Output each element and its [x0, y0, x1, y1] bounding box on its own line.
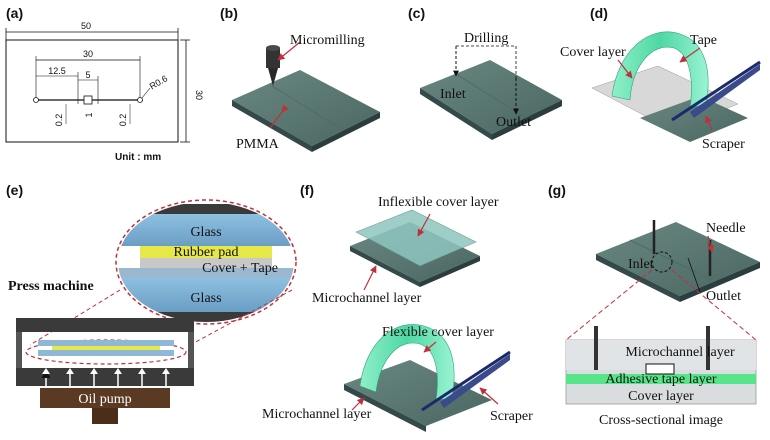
glass-bottom-layer [118, 278, 294, 312]
glass-top-label: Glass [190, 225, 221, 240]
dim-radius-text: R0.6 [148, 73, 169, 91]
panel-g-label: (g) [548, 182, 566, 198]
press-top-plate [16, 318, 194, 332]
dim-12-5-text: 12.5 [48, 66, 66, 76]
panel-f-label: (f) [300, 182, 314, 198]
panel-c: (c) Drilling Inlet Outlet [408, 5, 562, 140]
unit-text: Unit : mm [115, 152, 161, 163]
panel-e-label: (e) [6, 182, 23, 198]
dim-0-2-left-text: 0.2 [54, 114, 64, 127]
inflexible-cover-plate [355, 209, 477, 267]
panel-g: (g) Needle Inlet Outlet Microchannel lay… [548, 182, 760, 428]
panel-b-label: (b) [220, 5, 238, 21]
microchannel-bottom-label: Microchannel layer [262, 407, 372, 422]
oil-pump [40, 388, 170, 408]
dim-50-text: 50 [81, 21, 91, 31]
dim-0-2-right-text: 0.2 [118, 114, 128, 127]
panel-e: (e) Glass Rubber pad Cover + Tape Glass … [6, 182, 297, 424]
scraper-f-label: Scraper [490, 409, 533, 424]
scraper-blade-f [421, 350, 511, 412]
microchannel-plate-bottom [344, 360, 492, 426]
oil-pump-label: Oil pump [78, 392, 131, 407]
microchannel-top-label: Microchannel layer [312, 291, 422, 306]
micromilling-label: Micromilling [290, 33, 365, 48]
micromill-tool [266, 48, 280, 68]
pmma-label: PMMA [236, 137, 280, 152]
panel-d: (d) Cover layer Tape Scraper [560, 5, 761, 152]
dim-5-text: 5 [85, 70, 90, 80]
adhesive-tape-band [566, 374, 756, 384]
panel-a-label: (a) [6, 5, 23, 21]
pmma-plate [232, 70, 380, 146]
flexible-cover-label: Flexible cover layer [382, 325, 494, 340]
press-bottom-plate [16, 368, 194, 386]
outlet-hole [137, 97, 143, 103]
chip-outline [5, 39, 179, 143]
glass-top-layer [118, 214, 294, 246]
adhesive-tape-label: Adhesive tape layer [605, 372, 717, 387]
inlet-g-label: Inlet [628, 257, 654, 272]
panel-d-label: (d) [590, 5, 608, 21]
cover-tape-layer [140, 258, 272, 268]
dim-30-vertical-text: 30 [194, 90, 204, 100]
needle-label: Needle [706, 221, 746, 236]
scraper-blade [671, 60, 761, 122]
rubber-pad-layer [140, 246, 272, 258]
section-marker [651, 251, 673, 273]
glass-bottom-label: Glass [190, 291, 221, 306]
cover-tape-label: Cover + Tape [202, 261, 278, 276]
press-machine-label: Press machine [8, 279, 94, 294]
bonded-chip [596, 222, 760, 296]
rubber-pad-label: Rubber pad [174, 245, 239, 260]
cover-layer-g-label: Cover layer [628, 389, 694, 404]
channel-void [645, 363, 675, 375]
panel-b: (b) Micromilling PMMA [220, 5, 380, 152]
cover-layer-label: Cover layer [560, 45, 626, 60]
tape-label: Tape [690, 33, 717, 48]
inflexible-cover-label: Inflexible cover layer [378, 195, 499, 210]
channel-center-box [83, 95, 93, 105]
drilled-plate [420, 60, 562, 134]
microchannel-layer-label: Microchannel layer [625, 345, 735, 360]
inlet-hole [33, 97, 39, 103]
panel-f: (f) Inflexible cover layer Microchannel … [262, 182, 533, 432]
panel-a: (a) 50 30 30 12.5 5 R0.6 0.2 1 0.2 [5, 5, 204, 163]
panel-c-label: (c) [408, 5, 425, 21]
inlet-label: Inlet [440, 87, 466, 102]
drilling-label: Drilling [464, 31, 508, 46]
cross-section-caption: Cross-sectional image [599, 413, 723, 428]
outlet-g-label: Outlet [706, 289, 741, 304]
dim-30-text: 30 [83, 49, 93, 59]
outlet-label: Outlet [496, 115, 531, 130]
dim-1-text: 1 [84, 112, 94, 117]
scraper-label: Scraper [702, 137, 745, 152]
